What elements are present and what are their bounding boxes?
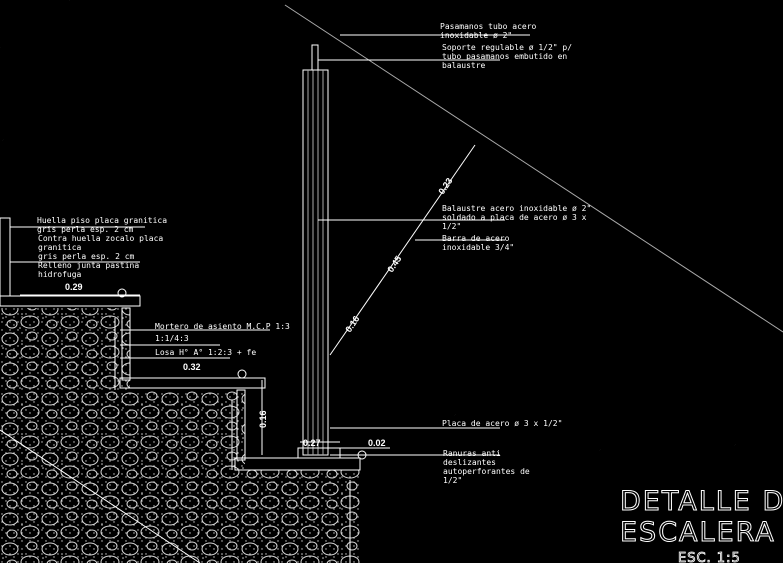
note-huella-2: gris perla esp. 2 cm — [37, 225, 134, 234]
note-ranuras-3: autoperforantes de — [443, 467, 530, 476]
note-soporte: Soporte regulable ø 1/2" p/ — [442, 43, 572, 52]
note-contra-2: granitica — [38, 243, 82, 252]
note-ranuras-2: deslizantes — [443, 458, 496, 467]
dimensions: 0.29 0.32 0.16 0.27 0.02 0.23 0.45 0.16 — [65, 176, 454, 460]
note-mortero: Mortero de asiento M.C.P 1:3 — [155, 322, 290, 331]
note-balaustre-2: soldado a placa de acero ø 3 x — [442, 213, 587, 222]
dim-016-vertical: 0.16 — [258, 410, 268, 428]
title-block: DETALLE DE ESCALERA ESC. 1:5 — [620, 486, 783, 563]
note-balaustre-3: 1/2" — [442, 222, 461, 231]
note-contra: Contra huella zocalo placa — [38, 234, 163, 243]
note-huella: Huella piso placa granitica — [37, 216, 167, 225]
note-contra-3: gris perla esp. 2 cm — [38, 252, 135, 261]
annotations: Pasamanos tubo acero inoxidable ø 2" Sop… — [37, 22, 591, 485]
note-barra: Barra de acero — [442, 234, 510, 243]
dim-027: 0.27 — [303, 438, 321, 448]
dim-032: 0.32 — [183, 362, 201, 372]
baluster — [297, 44, 341, 459]
note-balaustre: Balaustre acero inoxidable ø 2" — [442, 204, 591, 213]
dim-045: 0.45 — [385, 254, 403, 274]
stair-section — [0, 217, 361, 563]
note-barra-2: inoxidable 3/4" — [442, 243, 514, 252]
scale-label: ESC. 1:5 — [678, 551, 741, 563]
title-line-2: ESCALERA — [620, 517, 776, 548]
dim-002: 0.02 — [368, 438, 386, 448]
note-pasamanos: Pasamanos tubo acero — [440, 22, 537, 31]
leader-lines — [10, 34, 530, 456]
note-soporte-2: tubo pasamanos embutido en — [442, 52, 567, 61]
note-relleno: Relleno junta pastina — [38, 261, 139, 270]
note-soporte-3: balaustre — [442, 61, 486, 70]
dim-029: 0.29 — [65, 282, 83, 292]
dim-016-diagonal: 0.16 — [343, 314, 361, 334]
note-ranuras: Ranuras anti — [443, 449, 501, 458]
note-mortero-2: 1:1/4:3 — [155, 334, 189, 343]
note-pasamanos-2: inoxidable ø 2" — [440, 31, 512, 40]
note-relleno-2: hidrofuga — [38, 270, 82, 279]
note-losa: Losa H° A° 1:2:3 + fe — [155, 348, 256, 357]
note-ranuras-4: 1/2" — [443, 476, 462, 485]
note-placa: Placa de acero ø 3 x 1/2" — [442, 419, 562, 428]
title-line-1: DETALLE DE — [620, 486, 783, 517]
